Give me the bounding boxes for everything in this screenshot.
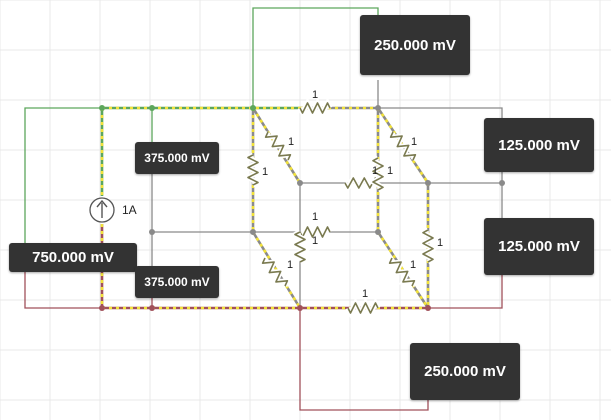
- voltmeter-mid-upper[interactable]: 375.000 mV: [135, 142, 219, 174]
- voltmeter-right-lower[interactable]: 125.000 mV: [484, 218, 594, 275]
- positive-net-wires: [24, 7, 379, 243]
- junction-node: [425, 180, 431, 186]
- resistor-lower-center[interactable]: [294, 231, 306, 263]
- resistor-top-front[interactable]: [299, 102, 331, 114]
- voltmeter-right-lower-value: 125.000 mV: [498, 238, 580, 255]
- voltmeter-right-upper-value: 125.000 mV: [498, 136, 580, 154]
- voltmeter-bottom-value: 250.000 mV: [424, 363, 506, 380]
- junction-node: [99, 305, 105, 311]
- junction-node: [375, 229, 381, 235]
- resistor-top-right-diag[interactable]: [389, 131, 417, 161]
- junction-node: [297, 305, 303, 311]
- resistor-right-vertical[interactable]: [422, 229, 434, 263]
- resistor-label-top-front: 1: [312, 89, 318, 101]
- wire-right-top: [378, 107, 503, 118]
- resistor-label-mid-back: 1: [312, 211, 318, 223]
- junction-node: [425, 305, 431, 311]
- voltmeter-source-value: 750.000 mV: [32, 249, 114, 266]
- resistor-bottom-right-diag[interactable]: [388, 257, 416, 287]
- wire-top-meter-loop: [252, 7, 379, 108]
- resistor-top-left-diag[interactable]: [264, 131, 292, 161]
- current-dots: [376, 231, 430, 309]
- junction-node: [149, 305, 155, 311]
- current-source[interactable]: 1A: [89, 197, 137, 223]
- resistor-labels: 1 1 1 1 1 1 1 1 1 1 1 1 1: [262, 89, 443, 300]
- resistor-label-bottom-left-diag: 1: [287, 259, 293, 271]
- wire-right-bottom: [428, 275, 503, 309]
- junction-node: [149, 229, 155, 235]
- voltmeter-bottom[interactable]: 250.000 mV: [410, 343, 520, 400]
- resistor-label-top-back: 1: [387, 165, 393, 177]
- junction-node: [149, 105, 155, 111]
- voltmeter-mid-lower-value: 375.000 mV: [144, 275, 210, 289]
- voltmeter-top[interactable]: 250.000 mV: [360, 15, 470, 75]
- voltmeter-right-upper[interactable]: 125.000 mV: [484, 118, 594, 172]
- arrow-up-icon: [96, 199, 108, 218]
- resistor-label-bottom-right-diag: 1: [410, 259, 416, 271]
- junction-nodes: [99, 105, 505, 311]
- resistor-group[interactable]: [242, 97, 439, 319]
- resistor-label-bottom-front: 1: [362, 288, 368, 300]
- junction-node: [375, 105, 381, 111]
- voltmeter-mid-upper-value: 375.000 mV: [144, 151, 210, 165]
- resistor-bottom-front[interactable]: [347, 302, 379, 314]
- current-source-label: 1A: [122, 203, 137, 217]
- resistor-label-top-left-diag: 1: [288, 136, 294, 148]
- junction-node: [297, 180, 303, 186]
- voltmeter-mid-lower[interactable]: 375.000 mV: [135, 266, 219, 298]
- current-dots: [376, 107, 430, 184]
- resistor-label-top-right-diag: 1: [411, 136, 417, 148]
- junction-node: [99, 105, 105, 111]
- resistor-label-right-vertical: 1: [437, 237, 443, 249]
- junction-node: [499, 180, 505, 186]
- resistor-label-mid-front: 1: [312, 235, 318, 247]
- resistor-left-vertical[interactable]: [247, 154, 259, 186]
- voltmeter-source[interactable]: 750.000 mV: [9, 243, 137, 272]
- resistor-label-center-vertical: 1: [372, 165, 378, 177]
- resistor-label-left-vertical: 1: [262, 166, 268, 178]
- junction-node: [250, 229, 256, 235]
- voltmeter-top-value: 250.000 mV: [374, 36, 456, 54]
- wire-source-top: [24, 107, 102, 243]
- resistor-bottom-left-diag[interactable]: [261, 257, 289, 287]
- wire-bottom-meter-loop: [299, 308, 429, 411]
- resistor-mid-back[interactable]: [299, 226, 331, 238]
- resistor-center-vertical[interactable]: [372, 157, 384, 191]
- junction-node: [250, 105, 256, 111]
